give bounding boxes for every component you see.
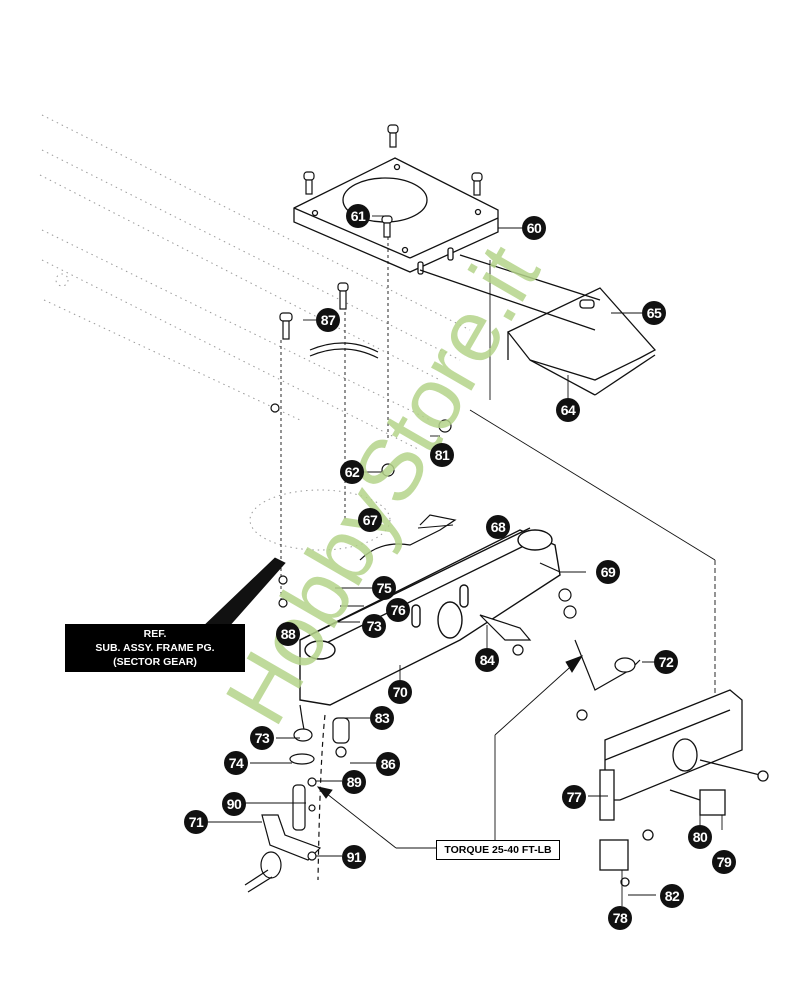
axle-beam [299,527,561,706]
torque-note: TORQUE 25-40 FT-LB [436,840,560,860]
callout-68: 68 [486,515,510,539]
callout-79: 79 [712,850,736,874]
callout-61: 61 [346,204,370,228]
reference-note: REF. SUB. ASSY. FRAME PG. (SECTOR GEAR) [65,624,245,672]
callout-87: 87 [316,308,340,332]
callout-62: 62 [340,460,364,484]
callout-65: 65 [642,301,666,325]
callout-90: 90 [222,792,246,816]
callout-86: 86 [376,752,400,776]
reference-note-line3: (SECTOR GEAR) [113,656,197,668]
callout-73-beam: 73 [362,614,386,638]
callout-74: 74 [224,751,248,775]
callout-80: 80 [688,825,712,849]
plate-bolts [303,124,483,238]
callout-70: 70 [388,680,412,704]
front-bracket [599,689,769,887]
mounting-plate [293,157,499,275]
callout-82: 82 [660,884,684,908]
callout-91: 91 [342,845,366,869]
callout-76: 76 [386,598,410,622]
callout-73-spindle: 73 [250,726,274,750]
callout-69: 69 [596,560,620,584]
callout-71: 71 [184,810,208,834]
steering-links [359,514,641,721]
sector-gear-parts [270,282,452,608]
bracket-plate [419,254,657,396]
callout-88: 88 [276,622,300,646]
alignment-lines [280,237,716,700]
callout-64: 64 [556,398,580,422]
callout-77: 77 [562,785,586,809]
reference-note-line2: SUB. ASSY. FRAME PG. [95,642,215,654]
callout-67: 67 [358,508,382,532]
reference-note-line1: REF. [143,628,167,640]
frame-outline-dotted [39,114,471,551]
callout-72: 72 [654,650,678,674]
callout-81: 81 [430,443,454,467]
callout-75: 75 [372,576,396,600]
callout-83: 83 [370,706,394,730]
callout-60: 60 [522,216,546,240]
leader-lines [203,215,723,906]
callout-78: 78 [608,906,632,930]
callout-84: 84 [475,648,499,672]
spindle-assembly [244,704,350,893]
callout-89: 89 [342,770,366,794]
